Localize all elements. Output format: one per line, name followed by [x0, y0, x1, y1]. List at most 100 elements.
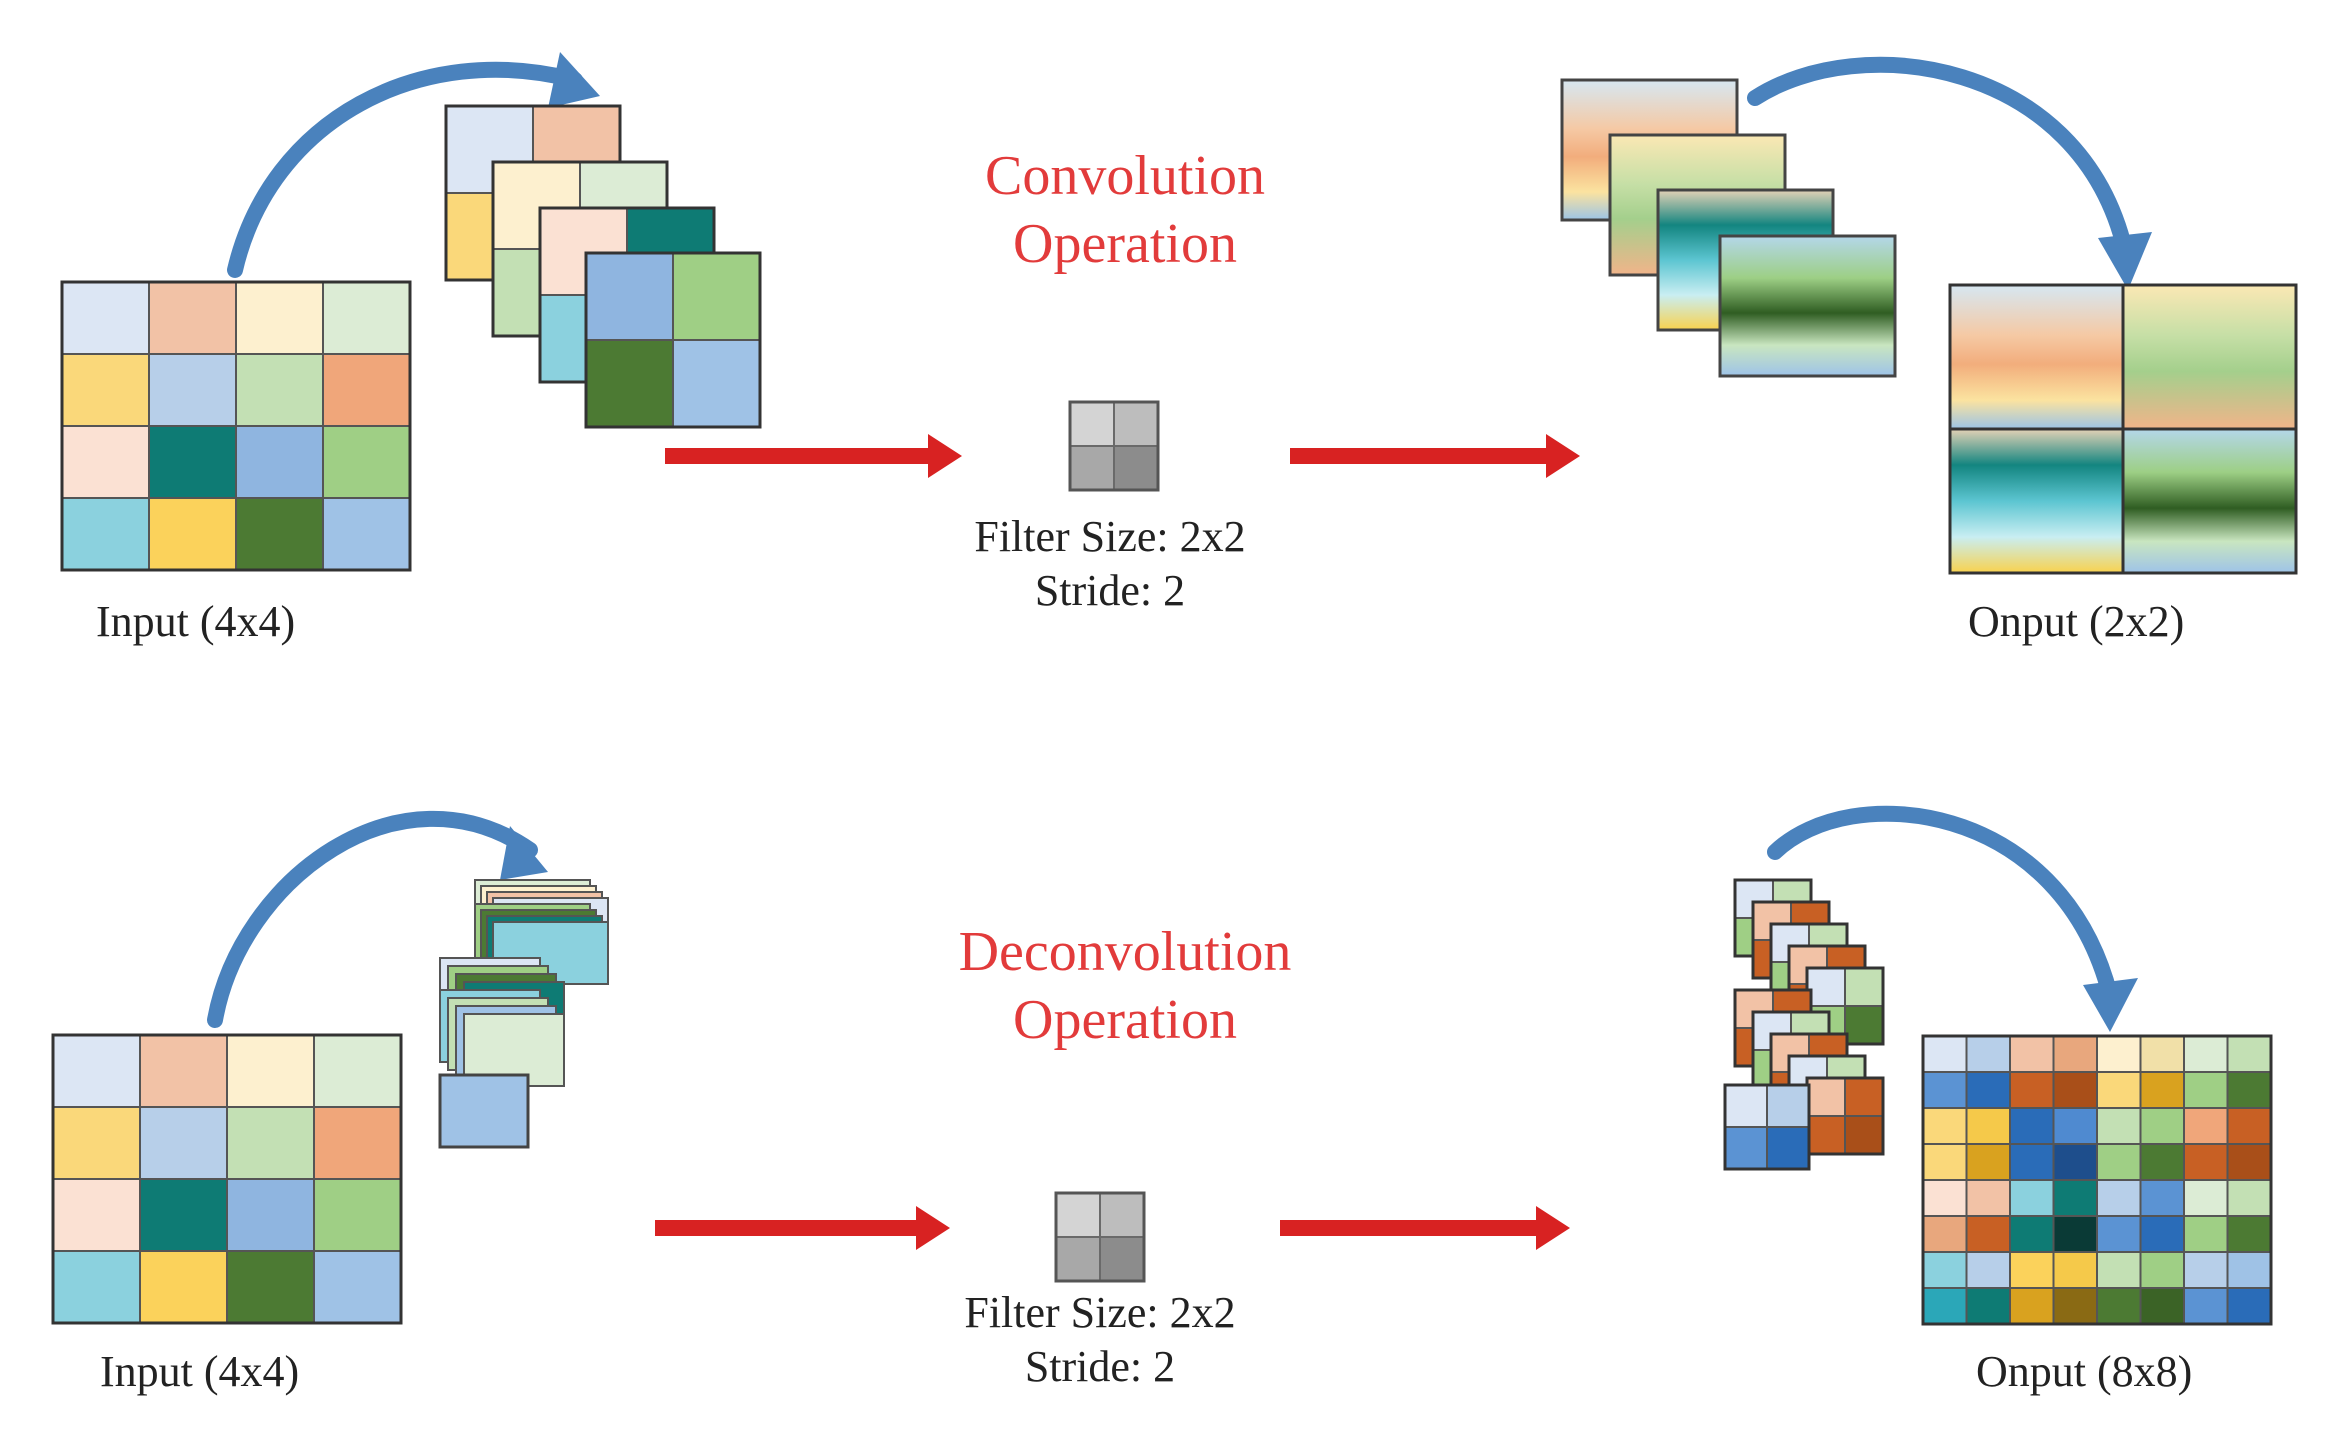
- grid-cell: [1965, 1071, 2011, 1109]
- grid-cell: [2096, 1251, 2142, 1289]
- grid-border: [51, 1033, 403, 1325]
- grid-cell: [139, 1178, 228, 1252]
- filter-cell: [1069, 401, 1115, 447]
- deconv-filter-info: Filter Size: 2x2 Stride: 2: [890, 1286, 1310, 1394]
- grid-cell: [226, 1178, 315, 1252]
- deconv-kernel-card: [1805, 1076, 1885, 1156]
- deconvolution-title-line1: Deconvolution: [958, 921, 1292, 983]
- conv-left-curved-arrow: [227, 52, 600, 278]
- grid-cell: [2009, 1179, 2055, 1217]
- kernel-cell: [1724, 1084, 1768, 1128]
- grid-cell: [2009, 1287, 2055, 1325]
- output-cell: [1948, 427, 2125, 575]
- kernel-cell: [1844, 1115, 1884, 1155]
- conv-arrow-left: [665, 434, 962, 478]
- grid-cell: [2183, 1179, 2229, 1217]
- output-cell: [2121, 427, 2298, 575]
- grid-cell: [2183, 1035, 2229, 1073]
- grid-cell: [2226, 1215, 2272, 1253]
- grid-cell: [2009, 1071, 2055, 1109]
- conv-arrow-right: [1290, 434, 1580, 478]
- deconv-right-curved-arrow: [1767, 805, 2138, 1032]
- grid-cell: [322, 425, 411, 499]
- curved-arrow-head: [548, 52, 600, 108]
- deconv-stride: Stride: 2: [1024, 1342, 1176, 1391]
- grid-cell: [2096, 1215, 2142, 1253]
- curved-arrow-head: [2098, 232, 2152, 290]
- conv-output-grid: [1948, 283, 2298, 575]
- grid-cell: [1922, 1107, 1968, 1145]
- grid-cell: [1922, 1071, 1968, 1109]
- convolution-title-line2: Operation: [1013, 213, 1237, 275]
- grid-cell: [61, 497, 150, 571]
- grid-border: [1921, 1034, 2273, 1326]
- grid-cell: [2139, 1143, 2185, 1181]
- grid-cell: [2096, 1071, 2142, 1109]
- kernel-cell: [672, 339, 761, 428]
- conv-right-curved-arrow: [1747, 56, 2152, 290]
- deconvolution-title-line2: Operation: [1013, 989, 1237, 1051]
- grid-cell: [2009, 1143, 2055, 1181]
- grid-cell: [226, 1034, 315, 1108]
- filter-cell: [1099, 1236, 1145, 1282]
- output-cell: [1948, 283, 2125, 431]
- grid-cell: [2139, 1071, 2185, 1109]
- grid-cell: [322, 353, 411, 427]
- deconv-kernel-front: [1723, 1083, 1811, 1171]
- kernel-cell: [1844, 967, 1884, 1007]
- grid-cell: [2183, 1107, 2229, 1145]
- grid-cell: [139, 1106, 228, 1180]
- conv-filter-icon: [1068, 400, 1160, 492]
- grid-cell: [2052, 1035, 2098, 1073]
- filter-cell: [1099, 1192, 1145, 1238]
- grid-cell: [2052, 1107, 2098, 1145]
- grid-cell: [52, 1250, 141, 1324]
- kernel-border: [584, 251, 762, 429]
- arrow-shaft: [1290, 448, 1550, 464]
- conv-kernel-4: [584, 251, 762, 429]
- kernel-cell: [1806, 1115, 1846, 1155]
- filter-border: [1068, 400, 1160, 492]
- deconv-filter-icon: [1054, 1191, 1146, 1283]
- grid-cell: [1965, 1215, 2011, 1253]
- deconv-output-grid: [1921, 1034, 2273, 1326]
- deconv-left-curved-arrow: [207, 811, 548, 1028]
- grid-cell: [2226, 1179, 2272, 1217]
- curved-arrow-body: [1767, 805, 2118, 1003]
- grid-cell: [2052, 1143, 2098, 1181]
- grid-cell: [235, 497, 324, 571]
- grid-cell: [1922, 1287, 1968, 1325]
- curved-arrow-body: [227, 61, 583, 278]
- arrow-head: [1536, 1206, 1570, 1250]
- conv-output-label: Onput (2x2): [1968, 597, 2185, 646]
- deconv-output-label: Onput (8x8): [1976, 1347, 2193, 1396]
- grid-cell: [313, 1034, 402, 1108]
- deconv-arrow-left: [655, 1206, 950, 1250]
- kernel-cell: [1766, 1126, 1810, 1170]
- grid-cell: [2139, 1215, 2185, 1253]
- grid-cell: [61, 353, 150, 427]
- kernel-cell: [1844, 1077, 1884, 1117]
- arrow-head: [1546, 434, 1580, 478]
- kernel-cell: [1724, 1126, 1768, 1170]
- filter-cell: [1069, 445, 1115, 491]
- grid-cell: [1922, 1251, 1968, 1289]
- filter-cell: [1055, 1236, 1101, 1282]
- grid-cell: [2009, 1251, 2055, 1289]
- grid-cell: [1922, 1215, 1968, 1253]
- deconv-arrow-right: [1280, 1206, 1570, 1250]
- conv-input-label: Input (4x4): [96, 597, 296, 646]
- filter-cell: [1113, 445, 1159, 491]
- kernel-cell: [585, 339, 674, 428]
- kernel-cell: [1806, 967, 1846, 1007]
- grid-cell: [2139, 1287, 2185, 1325]
- convolution-title: Convolution Operation: [930, 142, 1320, 278]
- grid-cell: [2226, 1251, 2272, 1289]
- grid-cell: [2226, 1107, 2272, 1145]
- grid-cell: [2183, 1251, 2229, 1289]
- grid-cell: [2096, 1287, 2142, 1325]
- grid-cell: [2226, 1287, 2272, 1325]
- arrow-shaft: [665, 448, 932, 464]
- grid-cell: [1965, 1107, 2011, 1145]
